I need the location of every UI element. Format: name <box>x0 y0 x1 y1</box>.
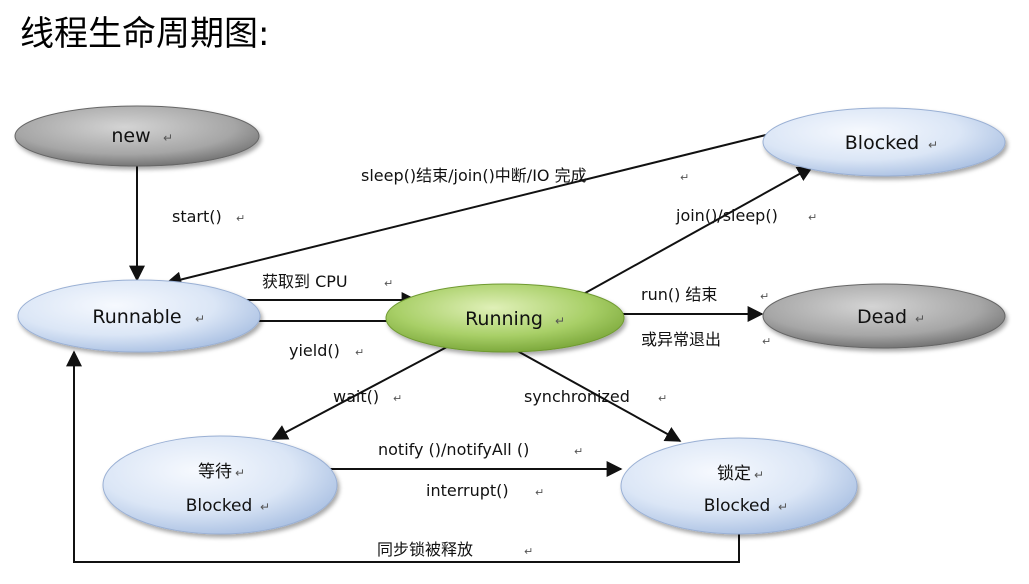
svg-text:↵: ↵ <box>680 171 689 184</box>
label-synchronized: synchronized ↵ <box>524 387 667 406</box>
label-interrupt: interrupt() ↵ <box>426 481 544 500</box>
svg-text:↵: ↵ <box>760 290 769 303</box>
label-start: start() ↵ <box>172 207 245 226</box>
svg-text:start(): start() <box>172 207 222 226</box>
node-locked-blocked: 锁定 ↵ Blocked ↵ <box>620 437 858 535</box>
label-sync-release: 同步锁被释放 ↵ <box>377 540 533 559</box>
svg-text:↵: ↵ <box>163 131 173 145</box>
svg-text:等待: 等待 <box>198 462 232 482</box>
svg-text:sleep()结束/join()中断/IO 完成: sleep()结束/join()中断/IO 完成 <box>361 166 587 185</box>
node-dead: Dead ↵ <box>762 283 1006 349</box>
label-run-end: run() 结束 ↵ 或异常退出 ↵ <box>641 285 771 349</box>
svg-text:notify ()/notifyAll (): notify ()/notifyAll () <box>378 440 529 459</box>
svg-text:↵: ↵ <box>195 312 205 326</box>
svg-text:↵: ↵ <box>762 335 771 348</box>
svg-text:↵: ↵ <box>555 314 565 328</box>
svg-text:↵: ↵ <box>535 486 544 499</box>
svg-text:yield(): yield() <box>289 341 340 360</box>
label-get-cpu: 获取到 CPU ↵ <box>262 272 393 291</box>
svg-text:↵: ↵ <box>235 466 245 480</box>
svg-text:↵: ↵ <box>915 312 925 326</box>
label-sleep-end: sleep()结束/join()中断/IO 完成 ↵ <box>361 166 689 185</box>
svg-text:↵: ↵ <box>355 346 364 359</box>
node-running: Running ↵ <box>385 283 625 353</box>
edge-running-to-locked <box>511 347 682 442</box>
svg-text:↵: ↵ <box>928 138 938 152</box>
svg-text:↵: ↵ <box>778 500 788 514</box>
node-waiting-blocked: 等待 ↵ Blocked ↵ <box>102 435 338 535</box>
label-join-sleep: join()/sleep() ↵ <box>675 206 817 225</box>
edge-locked-to-runnable <box>66 350 740 563</box>
svg-text:Blocked: Blocked <box>845 132 919 154</box>
svg-text:同步锁被释放: 同步锁被释放 <box>377 540 473 559</box>
svg-text:Runnable: Runnable <box>92 306 181 328</box>
node-new: new ↵ <box>14 105 260 167</box>
svg-text:获取到 CPU: 获取到 CPU <box>262 272 348 291</box>
svg-text:new: new <box>111 125 150 147</box>
label-wait: wait() ↵ <box>333 387 402 406</box>
svg-text:↵: ↵ <box>658 392 667 405</box>
svg-text:interrupt(): interrupt() <box>426 481 509 500</box>
node-runnable: Runnable ↵ <box>17 279 261 353</box>
label-notify: notify ()/notifyAll () ↵ <box>378 440 583 459</box>
edge-running-to-blocked <box>577 166 814 298</box>
svg-text:锁定: 锁定 <box>717 464 751 484</box>
svg-text:或异常退出: 或异常退出 <box>641 330 721 349</box>
svg-text:↵: ↵ <box>754 468 764 482</box>
node-blocked-top: Blocked ↵ <box>762 107 1006 177</box>
svg-text:join()/sleep(): join()/sleep() <box>675 206 778 225</box>
edge-running-to-waiting <box>271 338 463 440</box>
diagram-title: 线程生命周期图: <box>20 14 270 54</box>
label-yield: yield() ↵ <box>289 341 364 360</box>
svg-text:Blocked: Blocked <box>704 496 771 516</box>
svg-text:Running: Running <box>465 308 543 330</box>
svg-text:↵: ↵ <box>524 545 533 558</box>
svg-text:↵: ↵ <box>384 277 393 290</box>
svg-text:Blocked: Blocked <box>186 496 253 516</box>
svg-text:↵: ↵ <box>393 392 402 405</box>
svg-text:Dead: Dead <box>857 306 907 328</box>
svg-text:↵: ↵ <box>808 211 817 224</box>
edge-blocked-to-runnable <box>165 130 783 288</box>
svg-text:↵: ↵ <box>574 445 583 458</box>
svg-text:↵: ↵ <box>260 500 270 514</box>
svg-text:wait(): wait() <box>333 387 379 406</box>
svg-text:↵: ↵ <box>236 212 245 225</box>
svg-text:synchronized: synchronized <box>524 387 630 406</box>
svg-text:run() 结束: run() 结束 <box>641 285 717 304</box>
